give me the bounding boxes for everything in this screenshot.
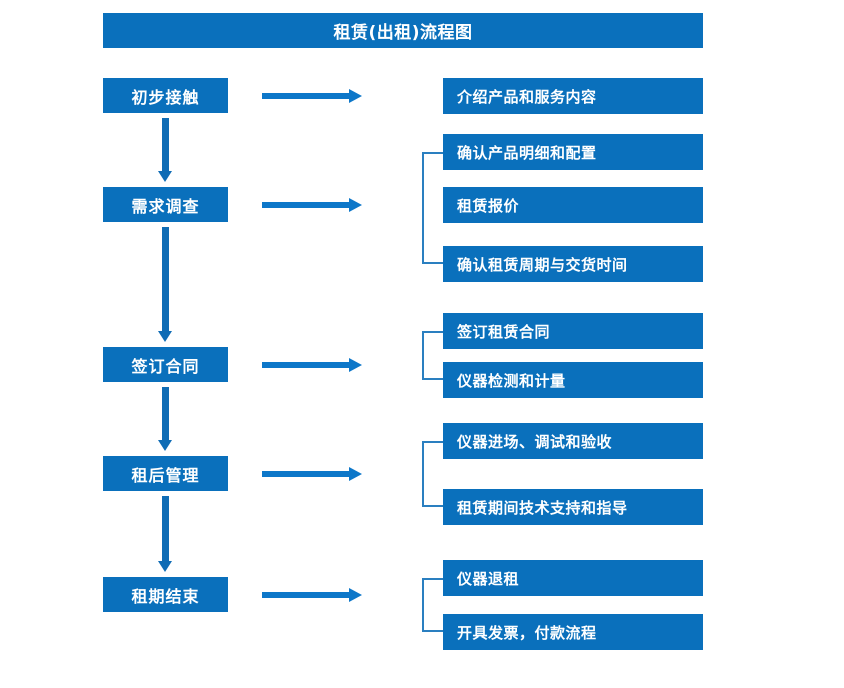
group-bracket-2 (422, 152, 443, 264)
arrow-head (349, 198, 362, 212)
arrow-shaft (262, 202, 350, 208)
group-bracket-3 (422, 331, 443, 380)
arrow-shaft (162, 227, 169, 331)
detail-arrow-right-5 (262, 588, 362, 602)
arrow-head (349, 467, 362, 481)
arrow-head (158, 331, 172, 342)
detail-arrow-right-2 (262, 198, 362, 212)
group-bracket-4 (422, 441, 443, 507)
diagram-title: 租赁(出租)流程图 (103, 13, 703, 48)
detail-arrow-right-3 (262, 358, 362, 372)
stage-node-2[interactable]: 需求调查 (103, 187, 228, 222)
detail-box-4-2[interactable]: 租赁期间技术支持和指导 (443, 489, 703, 525)
detail-arrow-right-1 (262, 89, 362, 103)
arrow-shaft (162, 496, 169, 561)
arrow-head (158, 561, 172, 572)
flow-arrow-down-3 (158, 387, 172, 451)
detail-box-2-2[interactable]: 租赁报价 (443, 187, 703, 223)
arrow-head (349, 89, 362, 103)
arrow-shaft (262, 93, 350, 99)
flow-arrow-down-4 (158, 496, 172, 572)
arrow-shaft (262, 592, 350, 598)
detail-box-2-3[interactable]: 确认租赁周期与交货时间 (443, 246, 703, 282)
stage-node-4[interactable]: 租后管理 (103, 456, 228, 491)
flow-arrow-down-2 (158, 227, 172, 342)
detail-box-5-2[interactable]: 开具发票，付款流程 (443, 614, 703, 650)
arrow-shaft (162, 118, 169, 171)
detail-box-2-1[interactable]: 确认产品明细和配置 (443, 134, 703, 170)
arrow-head (349, 588, 362, 602)
stage-node-3[interactable]: 签订合同 (103, 347, 228, 382)
arrow-head (158, 440, 172, 451)
arrow-head (158, 171, 172, 182)
stage-node-5[interactable]: 租期结束 (103, 577, 228, 612)
detail-box-4-1[interactable]: 仪器进场、调试和验收 (443, 423, 703, 459)
arrow-head (349, 358, 362, 372)
arrow-shaft (162, 387, 169, 440)
group-bracket-5 (422, 578, 443, 632)
arrow-shaft (262, 471, 350, 477)
detail-box-3-2[interactable]: 仪器检测和计量 (443, 362, 703, 398)
flow-arrow-down-1 (158, 118, 172, 182)
arrow-shaft (262, 362, 350, 368)
detail-box-3-1[interactable]: 签订租赁合同 (443, 313, 703, 349)
detail-box-5-1[interactable]: 仪器退租 (443, 560, 703, 596)
stage-node-1[interactable]: 初步接触 (103, 78, 228, 113)
detail-box-1-1[interactable]: 介绍产品和服务内容 (443, 78, 703, 114)
detail-arrow-right-4 (262, 467, 362, 481)
